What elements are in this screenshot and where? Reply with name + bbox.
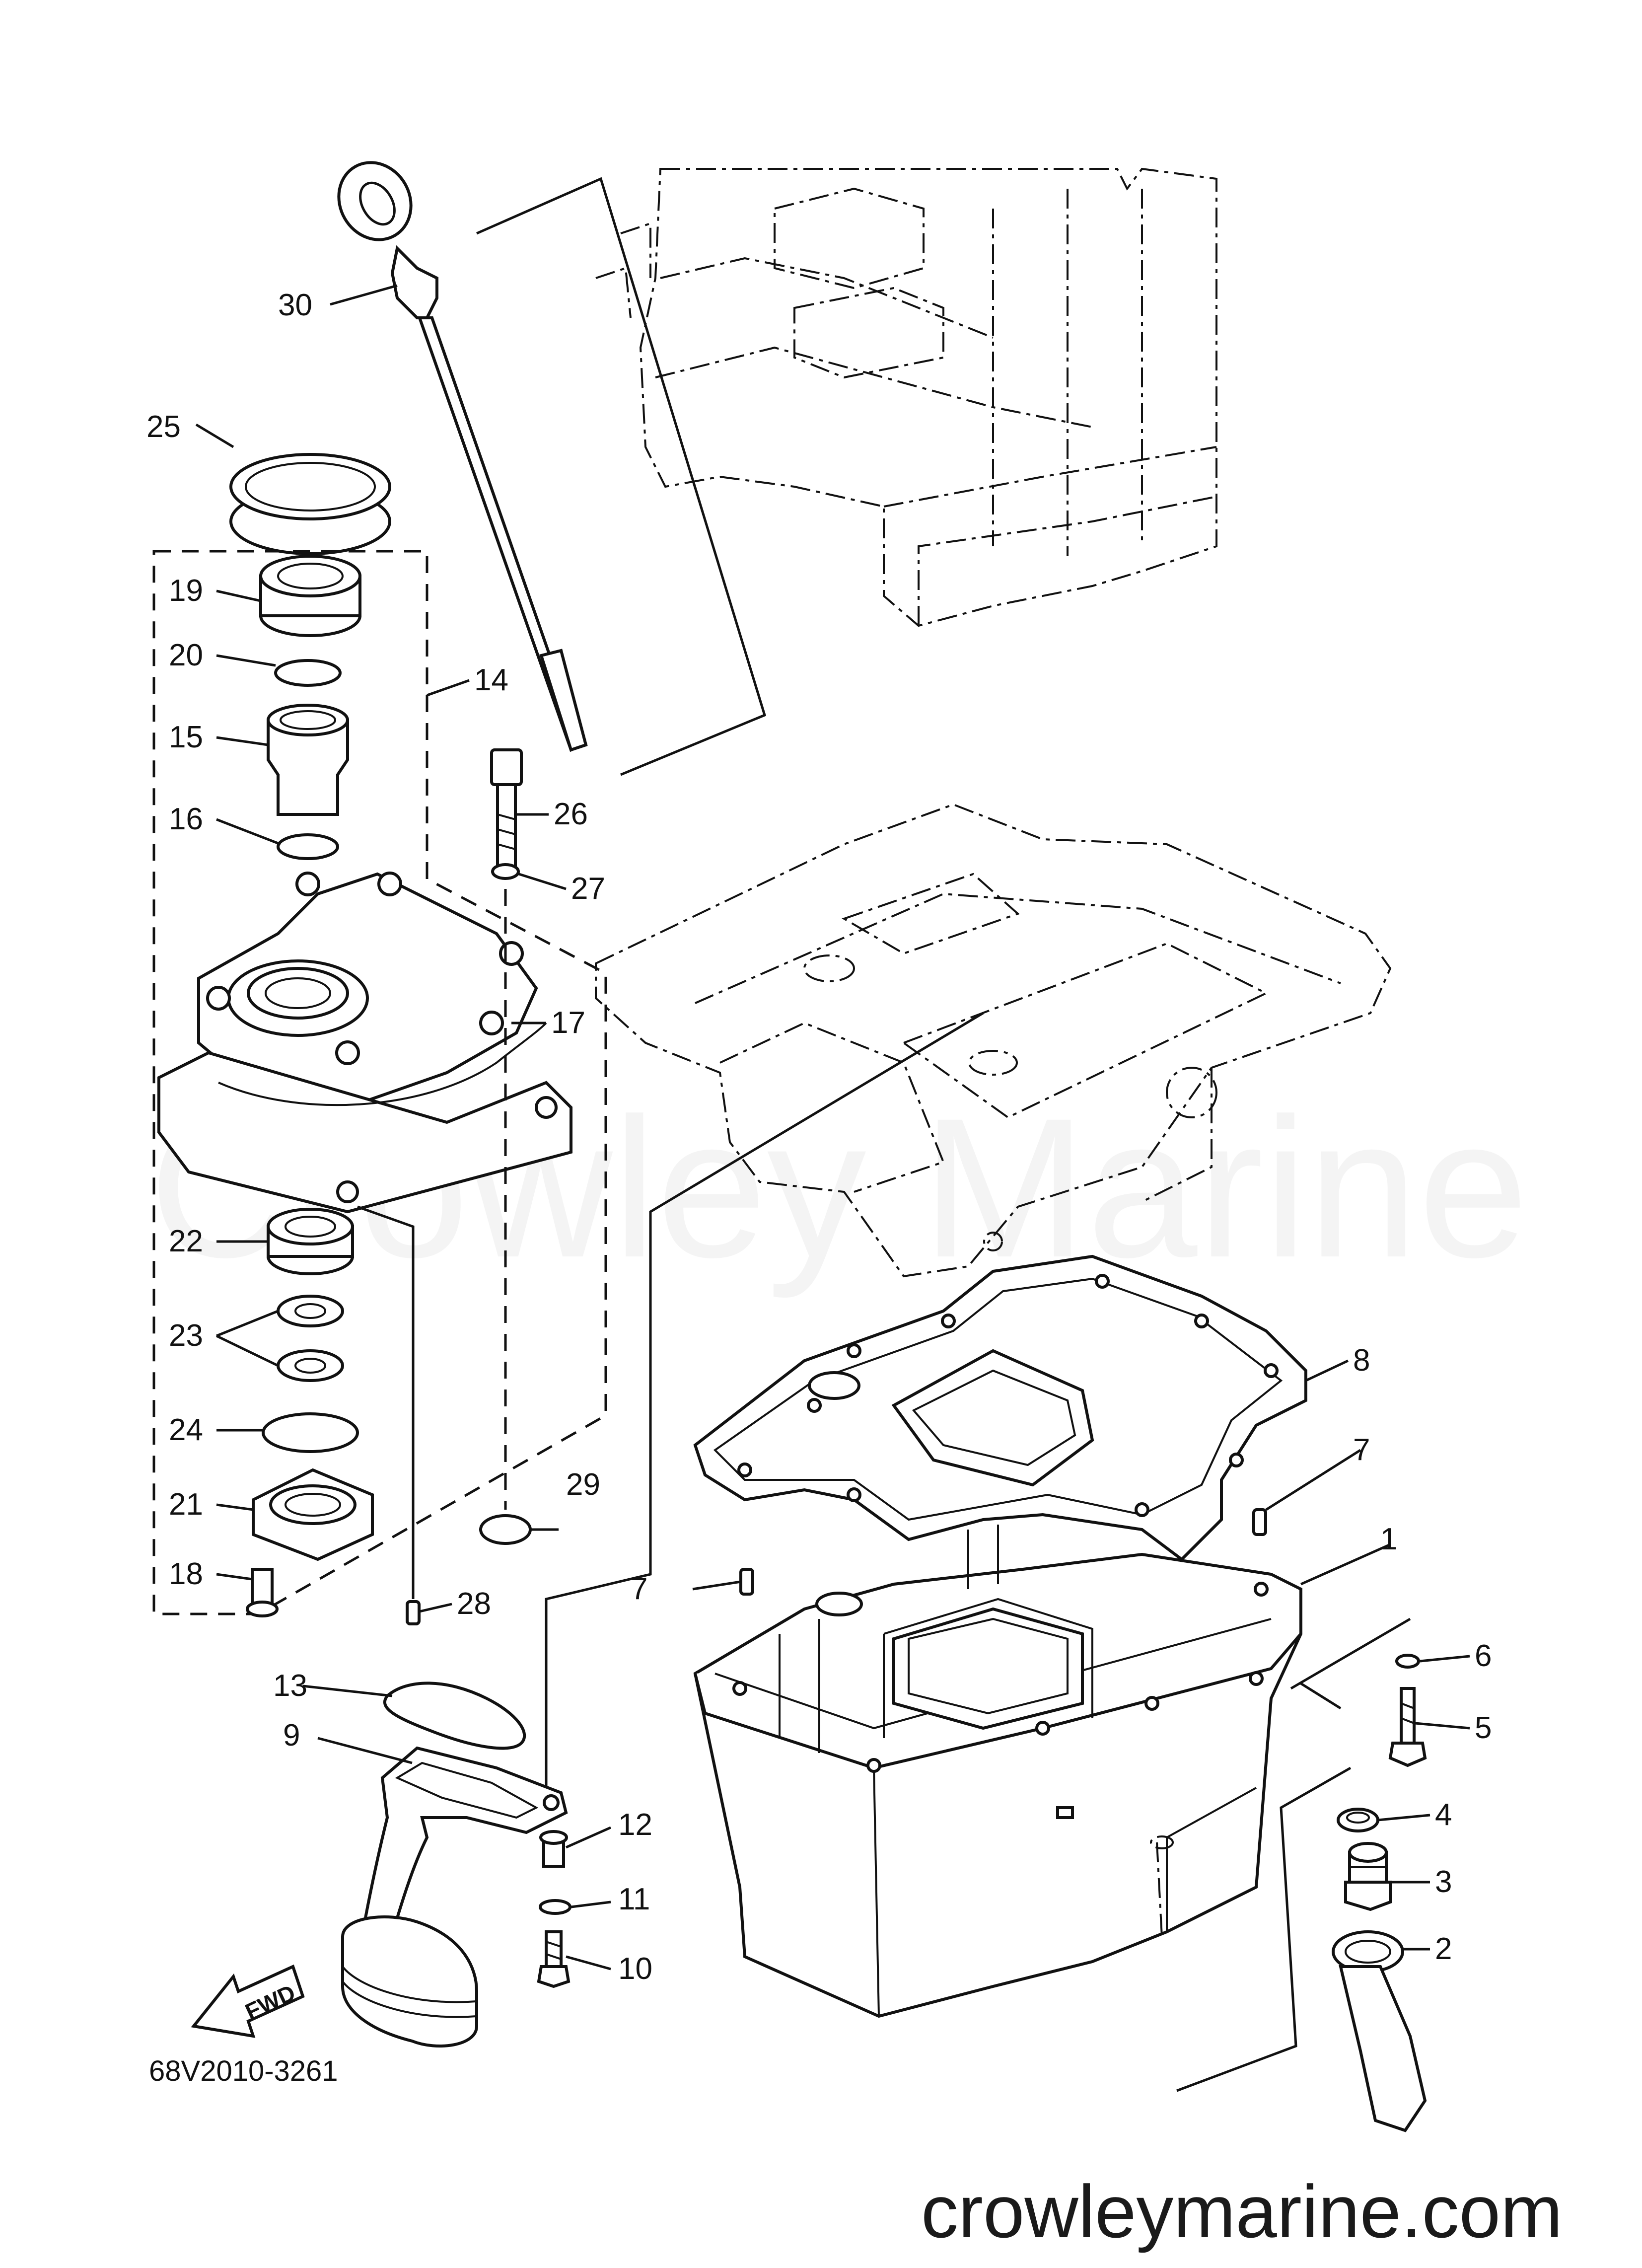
bracket-line-5-6 xyxy=(1290,1617,1411,1710)
strainer-guide-line xyxy=(545,1012,984,1788)
oil-pump-housing-17 xyxy=(157,872,572,1214)
washer-6 xyxy=(1395,1654,1420,1669)
website-label: crowleymarine.com xyxy=(921,2170,1563,2253)
drain-pipe-2 xyxy=(1332,1930,1427,2132)
collar-12 xyxy=(539,1830,568,1868)
oil-seal-25 xyxy=(229,453,391,555)
bolt-10 xyxy=(537,1930,571,1988)
callout-15: 15 xyxy=(169,720,203,754)
callout-26: 26 xyxy=(554,797,588,831)
gasket-4 xyxy=(1337,1808,1379,1832)
oil-seals-23 xyxy=(277,1295,344,1382)
o-ring-24 xyxy=(262,1412,359,1453)
seal-housing-19 xyxy=(259,555,361,637)
drain-plug-3 xyxy=(1344,1842,1392,1911)
callout-7-right: 7 xyxy=(1353,1433,1370,1467)
callout-13: 13 xyxy=(273,1669,307,1703)
callout-line-1 xyxy=(1300,1543,1391,1586)
strainer-gasket-13 xyxy=(383,1682,526,1750)
callout-20: 20 xyxy=(169,638,203,672)
callout-5: 5 xyxy=(1475,1711,1492,1745)
o-ring-20 xyxy=(274,659,342,687)
assembly-outline-14 xyxy=(152,550,607,1615)
callout-25: 25 xyxy=(146,410,181,444)
callout-6: 6 xyxy=(1475,1639,1492,1673)
washer-27 xyxy=(491,863,520,880)
callout-23: 23 xyxy=(169,1318,203,1353)
callout-30: 30 xyxy=(278,288,312,322)
diagram-code: 68V2010-3261 xyxy=(149,2055,338,2087)
oil-strainer-9 xyxy=(341,1746,568,2048)
callout-8: 8 xyxy=(1353,1343,1370,1378)
callout-21: 21 xyxy=(169,1487,203,1522)
seal-holder-21 xyxy=(252,1468,374,1561)
callout-16: 16 xyxy=(169,802,203,836)
callout-17: 17 xyxy=(551,1006,585,1040)
callout-7-left: 7 xyxy=(631,1572,647,1606)
dowel-7-left xyxy=(739,1568,754,1596)
callout-14: 14 xyxy=(474,663,508,697)
callout-10: 10 xyxy=(618,1952,652,1986)
dowel-7-right xyxy=(1252,1508,1267,1536)
sleeve-15 xyxy=(267,704,349,816)
callout-29: 29 xyxy=(566,1467,600,1502)
bolt-5 xyxy=(1388,1687,1427,1767)
screw-18 xyxy=(246,1568,279,1617)
callout-11: 11 xyxy=(618,1882,650,1916)
dipstick-guide-bracket xyxy=(476,177,767,776)
oil-seal-22 xyxy=(267,1208,354,1275)
o-ring-29 xyxy=(479,1514,532,1545)
dipstick xyxy=(337,161,588,752)
forward-arrow: FWD xyxy=(191,1964,305,2038)
callout-22: 22 xyxy=(169,1224,203,1258)
callout-1: 1 xyxy=(1380,1522,1397,1556)
guide-line-28 xyxy=(357,1205,415,1599)
bracket-line-2-4 xyxy=(1176,1766,1352,2092)
oil-pan-1 xyxy=(693,1525,1302,2018)
callout-19: 19 xyxy=(169,574,203,608)
callout-3: 3 xyxy=(1435,1865,1452,1899)
washer-11 xyxy=(539,1899,571,1915)
gasket-8 xyxy=(693,1254,1307,1561)
callout-2: 2 xyxy=(1435,1932,1452,1966)
callout-4: 4 xyxy=(1435,1798,1452,1832)
callout-18: 18 xyxy=(169,1557,203,1591)
callout-24: 24 xyxy=(169,1413,203,1447)
upper-oil-pan xyxy=(595,803,1392,1278)
callout-12: 12 xyxy=(618,1808,652,1842)
bolt-26 xyxy=(490,748,523,871)
dowel-28 xyxy=(406,1600,421,1625)
engine-block xyxy=(595,167,1217,627)
callout-27: 27 xyxy=(571,872,605,906)
leader-lines xyxy=(195,284,1470,1971)
callout-9: 9 xyxy=(283,1718,300,1753)
o-ring-16 xyxy=(277,833,339,860)
callout-28: 28 xyxy=(457,1587,491,1621)
